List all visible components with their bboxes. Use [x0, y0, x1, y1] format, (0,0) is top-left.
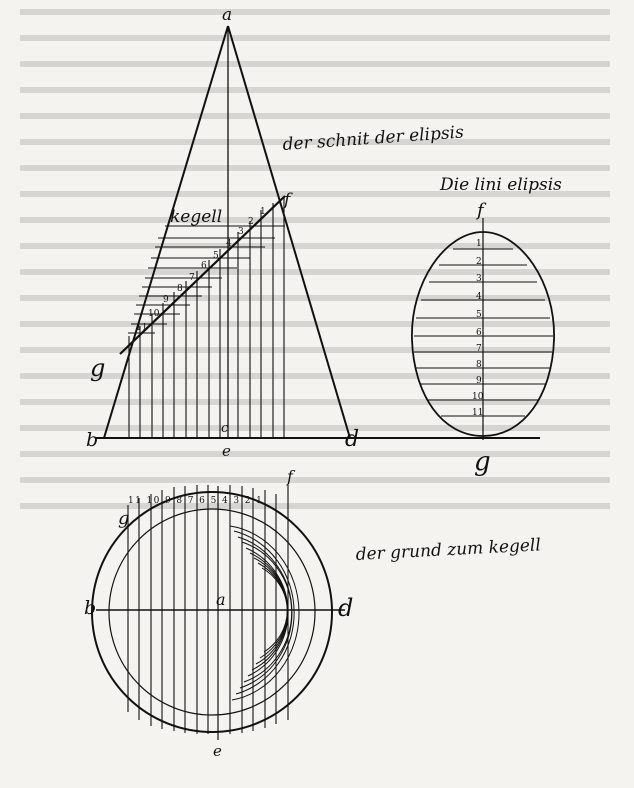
ellipse-num-8: 8 [476, 360, 482, 370]
section-verticals [128, 197, 285, 438]
cone-num-11: 11 [136, 323, 147, 333]
ellipse-num-6: 6 [476, 328, 482, 338]
ellipse-num-7: 7 [476, 344, 482, 354]
plan-verticals [127, 485, 289, 734]
section-label-g: g [90, 354, 105, 382]
apex-label-a: a [222, 5, 232, 25]
ellipse-horizontals [414, 248, 553, 417]
cone-num-3: 3 [238, 227, 244, 237]
ellipse-num-9: 9 [476, 376, 482, 386]
ellipse-num-11: 11 [472, 408, 483, 418]
ellipse-numbers: 1 2 3 4 5 6 7 8 9 10 11 [472, 239, 484, 418]
ellipse-num-2: 2 [476, 257, 482, 267]
inner-circle [108, 508, 316, 716]
plan-label-f: f [286, 467, 296, 486]
cone-num-2: 2 [248, 217, 254, 227]
cone-num-9: 9 [163, 295, 169, 305]
outer-base-circle [91, 491, 333, 733]
ellipse-num-4: 4 [476, 292, 482, 302]
bleed-through-texture [20, 9, 610, 509]
plan-label-g: g [118, 508, 130, 529]
center-mark-c: c [221, 421, 229, 436]
cone-num-4: 4 [226, 239, 232, 249]
plan-number-row: 11 10 9 8 7 6 5 4 3 2 1 [128, 496, 263, 506]
ellipse-outline [411, 231, 555, 437]
cone-num-1: 1 [260, 207, 266, 217]
ellipse-num-10: 10 [472, 392, 484, 402]
cone-num-7: 7 [189, 273, 195, 283]
ellipse-num-3: 3 [476, 274, 482, 284]
section-label-f: f [282, 190, 293, 210]
cone-num-5: 5 [213, 251, 219, 261]
ellipse-num-5: 5 [476, 310, 482, 320]
cone-left-side [103, 25, 229, 439]
cone-section-numbers: 1 2 3 4 5 6 7 8 9 10 11 [136, 207, 266, 333]
plan-label-b: b [84, 597, 96, 619]
base-label-d: d [345, 427, 359, 452]
caption-kegell: kegell [170, 207, 222, 227]
caption-grund: der grund zum kegell [355, 535, 541, 565]
cone-base-plan: b d a e g f 11 10 9 8 7 6 5 4 3 2 1 der … [84, 467, 541, 760]
plan-label-a: a [216, 590, 226, 609]
plan-label-d: d [338, 594, 353, 622]
ellipse-num-1: 1 [476, 239, 482, 249]
base-center-label-e: e [222, 442, 231, 460]
cone-num-6: 6 [201, 261, 207, 271]
cone-elevation: a b d e c f g 1 2 3 4 5 6 7 8 9 10 11 ke… [86, 5, 540, 460]
caption-section: der schnit der elipsis [282, 122, 465, 155]
plan-label-e: e [213, 742, 222, 760]
section-line-gf [119, 195, 286, 355]
cone-num-10: 10 [148, 309, 160, 319]
caption-ellipse: Die lini elipsis [439, 175, 562, 195]
ellipse-label-g: g [474, 447, 491, 477]
cone-num-8: 8 [177, 284, 183, 294]
cone-right-side [227, 25, 351, 439]
ellipse-figure: 1 2 3 4 5 6 7 8 9 10 11 f g Die lini eli… [411, 175, 562, 477]
base-label-b: b [86, 429, 98, 451]
